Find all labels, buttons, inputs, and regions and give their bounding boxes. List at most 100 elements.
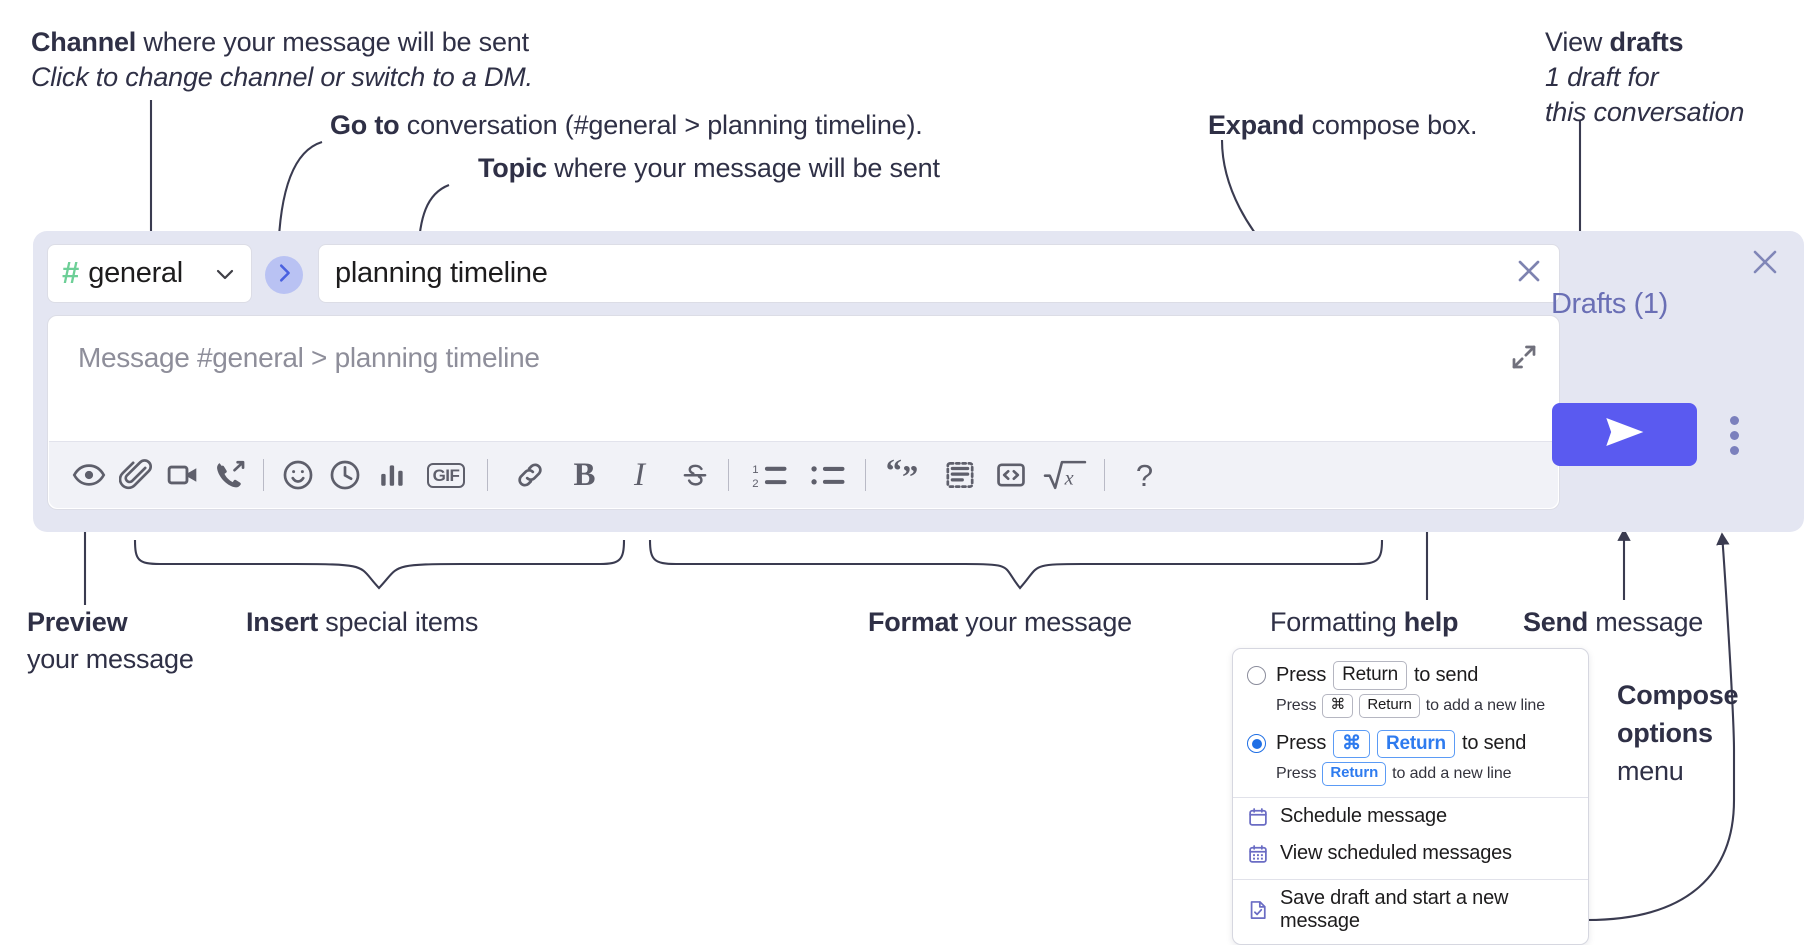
code-block-button[interactable] xyxy=(936,452,983,499)
preview-message-button[interactable] xyxy=(65,452,112,499)
annotation-drafts: View drafts xyxy=(1545,24,1684,61)
key-return: Return xyxy=(1376,729,1455,759)
chevron-down-icon xyxy=(213,262,237,286)
chevron-right-icon xyxy=(273,262,295,289)
menu-item-label: View scheduled messages xyxy=(1280,842,1512,864)
italic-icon: I xyxy=(634,456,645,493)
menu-item-schedule-message[interactable]: Schedule message xyxy=(1233,798,1588,835)
annotation-topic: Topic where your message will be sent xyxy=(478,150,940,187)
eye-icon xyxy=(72,458,106,492)
opt2-pre: Press xyxy=(1276,732,1327,755)
compose-panel: # general planning timeline xyxy=(33,231,1804,532)
quote-icon: “ ” xyxy=(887,458,927,492)
annotation-topic-strong: Topic xyxy=(478,153,547,183)
go-to-conversation-button[interactable] xyxy=(265,256,303,294)
record-audio-clip-button[interactable] xyxy=(206,452,253,499)
label-preview-line2-text: your message xyxy=(27,644,194,674)
calendar-icon xyxy=(1247,806,1269,828)
send-paper-plane-icon xyxy=(1602,414,1648,455)
opt2-sub-pre: Press xyxy=(1276,765,1317,783)
svg-text:x: x xyxy=(1064,467,1074,489)
bold-button[interactable]: B xyxy=(561,452,608,499)
label-help-pre: Formatting xyxy=(1270,607,1404,637)
insert-link-button[interactable] xyxy=(506,452,553,499)
square-root-x-icon: x xyxy=(1043,457,1089,493)
message-input-box[interactable]: Message #general > planning timeline xyxy=(47,315,1560,510)
label-format-rest: your message xyxy=(958,607,1132,637)
ordered-list-icon: 1 2 xyxy=(751,458,789,492)
key-command: ⌘ xyxy=(1333,729,1370,759)
label-insert-strong: Insert xyxy=(246,607,319,637)
send-message-button[interactable] xyxy=(1552,403,1697,466)
annotation-channel-strong: Channel xyxy=(31,27,137,57)
strikethrough-icon xyxy=(679,459,711,491)
toolbar-divider-3 xyxy=(728,459,729,491)
schedule-send-button[interactable] xyxy=(321,452,368,499)
label-compose-l2: options xyxy=(1617,718,1713,748)
topic-input[interactable]: planning timeline xyxy=(318,244,1560,303)
strikethrough-button[interactable] xyxy=(671,452,718,499)
opt2-sub-post: to add a new line xyxy=(1392,765,1512,783)
toolbar-divider-4 xyxy=(865,459,866,491)
compose-options-menu-button[interactable] xyxy=(1717,416,1751,456)
label-send-rest: message xyxy=(1588,607,1704,637)
close-icon xyxy=(1513,255,1545,292)
italic-button[interactable]: I xyxy=(616,452,663,499)
bar-chart-icon xyxy=(375,458,409,492)
drafts-link[interactable]: Drafts (1) xyxy=(1551,288,1668,321)
clear-topic-button[interactable] xyxy=(1513,255,1545,292)
radio-cmd-return-to-send[interactable] xyxy=(1247,734,1266,754)
menu-item-label: Schedule message xyxy=(1280,805,1447,827)
insert-gif-button[interactable]: GIF xyxy=(415,452,477,499)
svg-text:2: 2 xyxy=(752,478,758,490)
menu-item-label: Save draft and start a new message xyxy=(1280,887,1509,932)
create-poll-button[interactable] xyxy=(368,452,415,499)
radio-return-to-send[interactable] xyxy=(1247,665,1266,685)
key-return: Return xyxy=(1359,693,1420,718)
annotation-channel-sub-text: Click to change channel or switch to a D… xyxy=(31,62,533,92)
link-icon xyxy=(513,458,547,492)
phone-forward-icon xyxy=(213,458,247,492)
blockquote-button[interactable]: “ ” xyxy=(880,452,934,499)
annotation-drafts-sub1: 1 draft for xyxy=(1545,59,1659,96)
annotation-drafts-sub2-text: this conversation xyxy=(1545,97,1745,127)
option-label-cmd-return: Press ⌘ Return to send xyxy=(1276,729,1527,759)
label-compose-l1: Compose xyxy=(1617,680,1739,710)
record-video-clip-button[interactable] xyxy=(159,452,206,499)
label-formatting-help: Formatting help xyxy=(1270,606,1459,639)
expand-compose-button[interactable] xyxy=(1509,342,1539,377)
annotation-expand: Expand compose box. xyxy=(1208,107,1478,144)
channel-selector[interactable]: # general xyxy=(47,244,252,303)
emoji-button[interactable] xyxy=(274,452,321,499)
annotation-channel-sub: Click to change channel or switch to a D… xyxy=(31,59,533,96)
opt1-pre: Press xyxy=(1276,663,1327,686)
send-option-return[interactable]: Press Return to send xyxy=(1233,659,1588,692)
question-mark-icon: ? xyxy=(1135,457,1154,493)
hash-icon: # xyxy=(62,255,80,290)
attach-file-button[interactable] xyxy=(112,452,159,499)
annotation-drafts-pre: View xyxy=(1545,27,1610,57)
latex-button[interactable]: x xyxy=(1038,452,1094,499)
formatting-help-button[interactable]: ? xyxy=(1121,452,1168,499)
more-options-vertical-icon xyxy=(1729,416,1739,455)
bold-icon: B xyxy=(573,456,596,493)
bulleted-list-button[interactable] xyxy=(801,452,855,499)
svg-text:“: “ xyxy=(887,458,902,489)
opt1-post: to send xyxy=(1413,663,1479,686)
toolbar-divider-1 xyxy=(263,459,264,491)
option-label-return: Press Return to send xyxy=(1276,661,1478,690)
inline-code-button[interactable] xyxy=(987,452,1034,499)
opt1-sub-pre: Press xyxy=(1276,696,1317,714)
send-option-cmd-return[interactable]: Press ⌘ Return to send xyxy=(1233,728,1588,761)
close-compose-panel-button[interactable] xyxy=(1748,245,1782,279)
menu-item-view-scheduled-messages[interactable]: View scheduled messages xyxy=(1233,835,1588,872)
opt2-post: to send xyxy=(1461,732,1527,755)
drafts-link-label: Drafts (1) xyxy=(1551,288,1668,320)
clock-icon xyxy=(328,458,362,492)
ordered-list-button[interactable]: 1 2 xyxy=(743,452,797,499)
key-return: Return xyxy=(1322,762,1387,786)
menu-item-save-draft[interactable]: Save draft and start a new message xyxy=(1233,880,1588,944)
label-compose-options: Compose options menu xyxy=(1617,676,1739,790)
label-format: Format your message xyxy=(868,606,1132,639)
